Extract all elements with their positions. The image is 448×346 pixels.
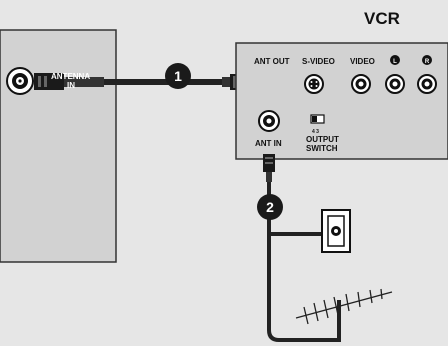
antenna-in-label-line2: IN	[67, 81, 75, 90]
audio-right-symbol: R	[422, 55, 432, 65]
video-label: VIDEO	[350, 57, 375, 66]
ant-in-label: ANT IN	[255, 139, 282, 148]
step-1-badge: 1	[165, 63, 191, 89]
s-video-label: S-VIDEO	[302, 57, 335, 66]
step-2-number: 2	[266, 199, 274, 215]
output-switch-numbers: 4 3	[312, 129, 319, 135]
wall-jack-icon	[321, 209, 351, 253]
svideo-jack-icon	[304, 74, 324, 94]
step-1-number: 1	[174, 68, 182, 84]
output-switch-icon	[310, 114, 325, 124]
ant-out-label: ANT OUT	[254, 57, 290, 66]
tv-antenna-jack-icon	[6, 67, 34, 95]
audio-right-letter: R	[425, 59, 430, 65]
cable-2	[263, 154, 341, 342]
output-switch-label-line1: OUTPUT	[306, 135, 339, 144]
step-2-badge: 2	[257, 194, 283, 220]
tv-panel	[0, 29, 117, 263]
antenna-icon	[295, 288, 393, 340]
antenna-in-label-line1: ANTENNA	[51, 72, 90, 81]
audio-left-symbol: L	[390, 55, 400, 65]
audio-left-letter: L	[393, 59, 397, 65]
vcr-title: VCR	[364, 9, 400, 28]
audio-right-jack-icon	[417, 74, 437, 94]
video-jack-icon	[351, 74, 371, 94]
ant-in-jack-icon	[258, 110, 280, 132]
tv-antenna-label: ANTENNA IN	[51, 72, 90, 90]
vcr-panel	[235, 42, 448, 160]
audio-left-jack-icon	[385, 74, 405, 94]
output-switch-label-line2: SWITCH	[306, 144, 338, 153]
